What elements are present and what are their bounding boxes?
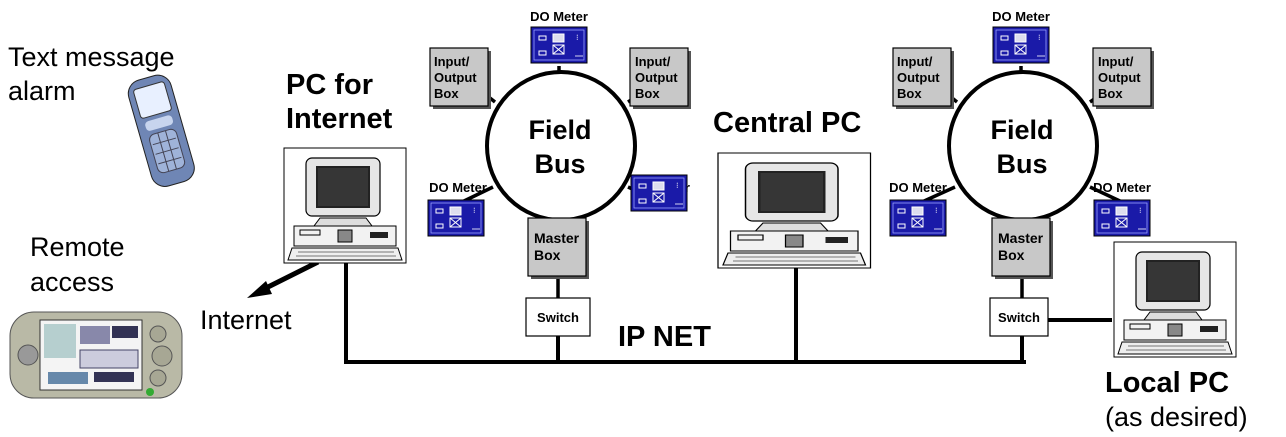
- fieldbus-label-line1: Field: [528, 115, 591, 145]
- do-meter-label: DO Meter: [1093, 180, 1151, 195]
- master-box-label: Master: [534, 230, 580, 246]
- master-box-label: Master: [998, 230, 1044, 246]
- fieldbus-ring: [485, 70, 637, 222]
- pda-device-image: [9, 311, 183, 399]
- mobile-phone-image: [127, 74, 195, 187]
- io-box-label: Input/: [1098, 54, 1134, 69]
- central-pc-computer: [717, 152, 872, 269]
- io-box-label: Output: [897, 70, 940, 85]
- remote-label-line1: Remote: [30, 232, 125, 262]
- local-pc-label-line1: Local PC: [1105, 367, 1229, 399]
- remote-label-line2: access: [30, 267, 114, 297]
- do-meter-device: [1093, 199, 1151, 237]
- local-pc-computer: [1113, 241, 1237, 358]
- sms-label-line2: alarm: [8, 76, 76, 106]
- io-box-label: Box: [1098, 86, 1123, 101]
- io-box-label: Box: [434, 86, 459, 101]
- io-box-label: Input/: [897, 54, 933, 69]
- fieldbus-label-line2: Bus: [534, 149, 585, 179]
- do-meter-device: [427, 199, 485, 237]
- internet-arrow: [260, 259, 320, 293]
- master-box-label: Box: [998, 247, 1025, 263]
- io-box-label: Output: [1098, 70, 1141, 85]
- fieldbus-network-1: Field Bus DO Meter DO Meter DO Meter Inp…: [427, 9, 692, 337]
- do-meter-device: [889, 199, 947, 237]
- switch-box: [525, 297, 591, 337]
- io-box-label: Output: [635, 70, 678, 85]
- io-box-label: Input/: [635, 54, 671, 69]
- io-box-label: Box: [897, 86, 922, 101]
- pc-internet-computer: [283, 147, 407, 264]
- io-box-label: Input/: [434, 54, 470, 69]
- fieldbus-ring: [947, 70, 1099, 222]
- io-box-label: Output: [434, 70, 477, 85]
- ip-net-backbone: [344, 262, 1112, 364]
- switch-label: Switch: [537, 310, 579, 325]
- central-pc-label: Central PC: [713, 107, 861, 139]
- sms-label-line1: Text message: [8, 42, 175, 72]
- fieldbus-label-line1: Field: [990, 115, 1053, 145]
- io-box-label: Box: [635, 86, 660, 101]
- master-box-label: Box: [534, 247, 561, 263]
- fieldbus-network-2: Field Bus DO Meter DO Meter DO Meter Inp…: [889, 9, 1155, 337]
- switch-label: Switch: [998, 310, 1040, 325]
- do-meter-label: DO Meter: [992, 9, 1050, 24]
- internet-label: Internet: [200, 305, 292, 335]
- pc-internet-label-line2: Internet: [286, 103, 393, 135]
- fieldbus-label-line2: Bus: [996, 149, 1047, 179]
- local-pc-label-line2: (as desired): [1105, 402, 1248, 432]
- ip-net-label: IP NET: [618, 321, 711, 353]
- do-meter-label: DO Meter: [530, 9, 588, 24]
- do-meter-device: [530, 26, 588, 64]
- do-meter-device: [992, 26, 1050, 64]
- internet-arrowhead: [247, 281, 272, 298]
- do-meter-label: DO Meter: [429, 180, 487, 195]
- pc-internet-label-line1: PC for: [286, 69, 373, 101]
- switch-box: [989, 297, 1049, 337]
- do-meter-label: DO Meter: [889, 180, 947, 195]
- do-meter-device: [630, 174, 688, 212]
